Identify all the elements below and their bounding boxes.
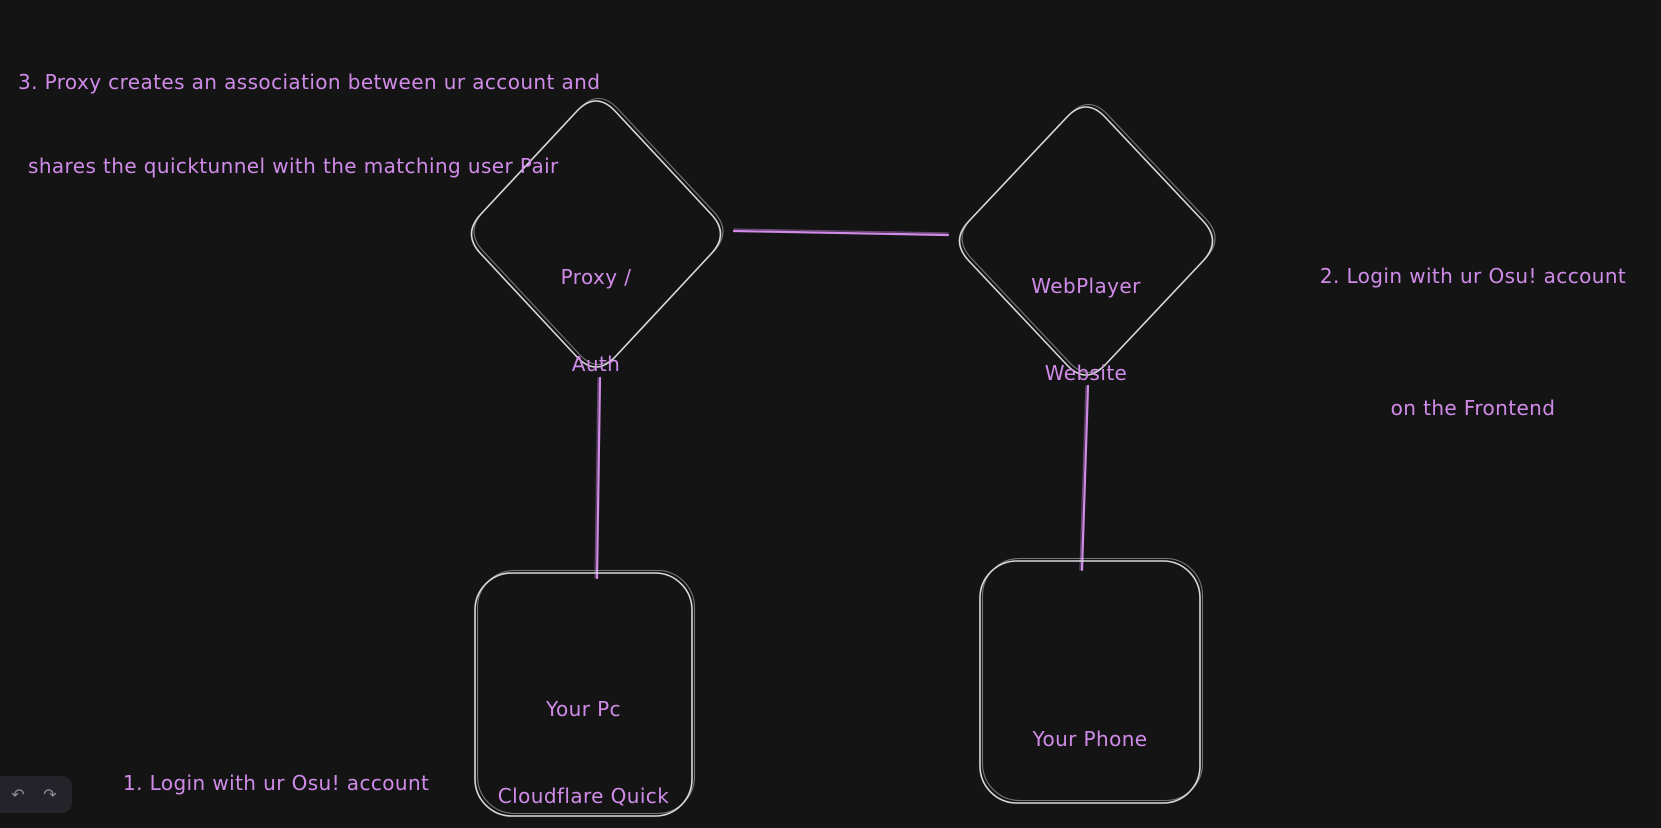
redo-icon: ↷ [43,784,57,804]
webplayer-diamond[interactable] [958,103,1216,376]
annotation-step1[interactable]: 1. Login with ur Osu! account on the Dis… [123,673,429,828]
phone-label[interactable]: Your Phone [1032,727,1148,751]
annotation-step2-line1: 2. Login with ur Osu! account [1319,264,1627,288]
connector-proxy-pc[interactable] [594,376,602,580]
undo-icon: ↶ [11,784,25,804]
connector-webplayer-phone[interactable] [1079,384,1090,572]
phone-box[interactable] [979,557,1204,804]
webplayer-label[interactable]: WebPlayer Website [1031,274,1141,385]
connector-proxy-webplayer[interactable] [732,228,950,237]
annotation-step1-line1: 1. Login with ur Osu! account [123,771,430,795]
annotation-step3-line2: shares the quicktunnel with the matching… [28,154,559,178]
annotation-step2[interactable]: 2. Login with ur Osu! account on the Fro… [1306,166,1640,518]
annotation-step2-line2: on the Frontend [1390,396,1556,420]
undo-button[interactable]: ↶ [5,782,31,808]
redo-button[interactable]: ↷ [37,782,63,808]
annotation-step3[interactable]: 3. Proxy creates an association between … [18,12,600,236]
history-toolbar: ↶ ↷ [0,776,72,813]
pc-webserver-box[interactable] [474,569,696,817]
proxy-auth-diamond[interactable] [470,97,724,368]
proxy-auth-label[interactable]: Proxy / Auth [560,265,632,376]
annotation-step3-line1: 3. Proxy creates an association between … [18,70,601,94]
pc-webserver-label[interactable]: Your Pc Cloudflare Quick tunnel Webserve… [497,697,670,808]
